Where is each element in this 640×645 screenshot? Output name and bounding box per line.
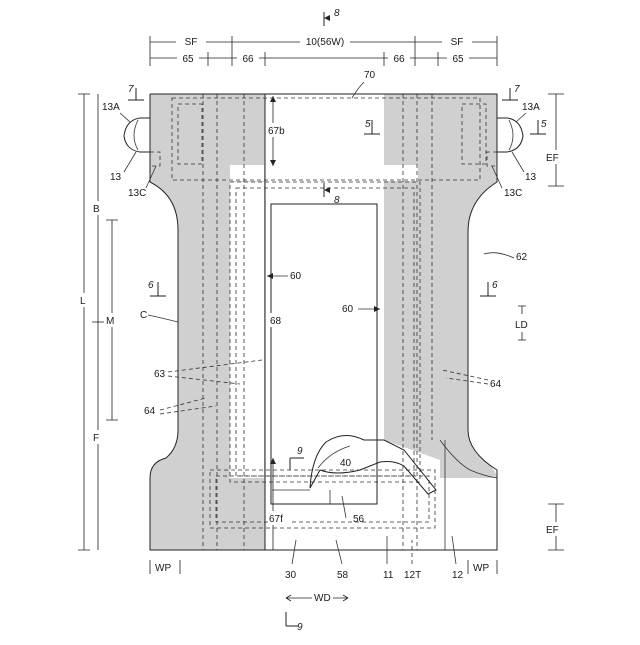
leader-13A-right — [516, 113, 526, 122]
label-60b: 60 — [342, 304, 354, 315]
label-13A-right: 13A — [522, 102, 540, 113]
label-62: 62 — [516, 252, 528, 263]
label-7-left: 7 — [128, 84, 134, 95]
section-8-top-arrow — [324, 15, 330, 21]
label-C: C — [140, 310, 147, 321]
label-B: B — [93, 204, 100, 215]
label-66-left: 66 — [242, 54, 254, 65]
label-WP-left: WP — [155, 563, 171, 574]
label-EF-bottom: EF — [546, 525, 559, 536]
arrow-60a — [267, 273, 273, 279]
leader-C — [148, 315, 178, 322]
leader-30 — [292, 540, 296, 564]
left-cutout-strip — [230, 182, 264, 478]
leader-70 — [352, 82, 364, 98]
leader-13-right — [512, 152, 524, 172]
label-67f: 67f — [269, 514, 283, 525]
label-sf-left: SF — [185, 37, 198, 48]
label-ten: 10(56W) — [306, 37, 344, 48]
label-66-right: 66 — [393, 54, 405, 65]
label-F: F — [93, 433, 99, 444]
label-8-top: 8 — [334, 8, 340, 19]
label-9-top: 9 — [297, 446, 303, 457]
label-64-right: 64 — [490, 379, 502, 390]
wd-arrow-right — [333, 595, 348, 601]
label-64-left: 64 — [144, 406, 156, 417]
label-12: 12 — [452, 570, 464, 581]
label-8-mid: 8 — [334, 195, 340, 206]
leader-56 — [342, 496, 346, 518]
label-58: 58 — [337, 570, 349, 581]
label-sf-right: SF — [451, 37, 464, 48]
label-5-mid: 5 — [365, 119, 371, 130]
core-solid-inner — [271, 204, 377, 504]
label-M: M — [106, 316, 114, 327]
label-WP-right: WP — [473, 563, 489, 574]
label-65-left: 65 — [182, 54, 194, 65]
label-30: 30 — [285, 570, 297, 581]
label-L: L — [80, 296, 86, 307]
label-LD: LD — [515, 320, 528, 331]
label-12T: 12T — [404, 570, 421, 581]
ld-arrow-up — [518, 306, 526, 314]
label-68: 68 — [270, 316, 282, 327]
label-6-right: 6 — [492, 280, 498, 291]
wd-arrow-left — [286, 595, 312, 601]
label-67b: 67b — [268, 126, 285, 137]
ld-arrow-down — [518, 332, 526, 340]
right-cutout-top — [384, 165, 418, 181]
label-5-right: 5 — [541, 119, 547, 130]
label-13A-left: 13A — [102, 102, 120, 113]
label-13-right: 13 — [525, 172, 537, 183]
label-63: 63 — [154, 369, 166, 380]
label-13C-left: 13C — [128, 188, 146, 199]
leader-62 — [484, 253, 514, 258]
label-13-left: 13 — [110, 172, 122, 183]
leader-13-left — [124, 152, 136, 172]
label-65-right: 65 — [452, 54, 464, 65]
label-60a: 60 — [290, 271, 302, 282]
label-EF-top: EF — [546, 153, 559, 164]
label-7-right: 7 — [514, 84, 520, 95]
leader-13A-left — [120, 113, 130, 122]
leader-58 — [336, 540, 342, 564]
label-WD: WD — [314, 593, 331, 604]
label-56: 56 — [353, 514, 365, 525]
right-tape-tab — [509, 120, 513, 150]
label-6-left: 6 — [148, 280, 154, 291]
label-40: 40 — [340, 458, 352, 469]
label-70: 70 — [364, 70, 376, 81]
left-tape-tab — [134, 120, 138, 150]
label-9-bottom: 9 — [297, 622, 303, 633]
left-cutout-top — [230, 165, 264, 181]
label-13C-right: 13C — [504, 188, 522, 199]
section-9-top — [290, 458, 304, 470]
label-11: 11 — [383, 570, 394, 581]
right-side-flap — [384, 94, 497, 478]
